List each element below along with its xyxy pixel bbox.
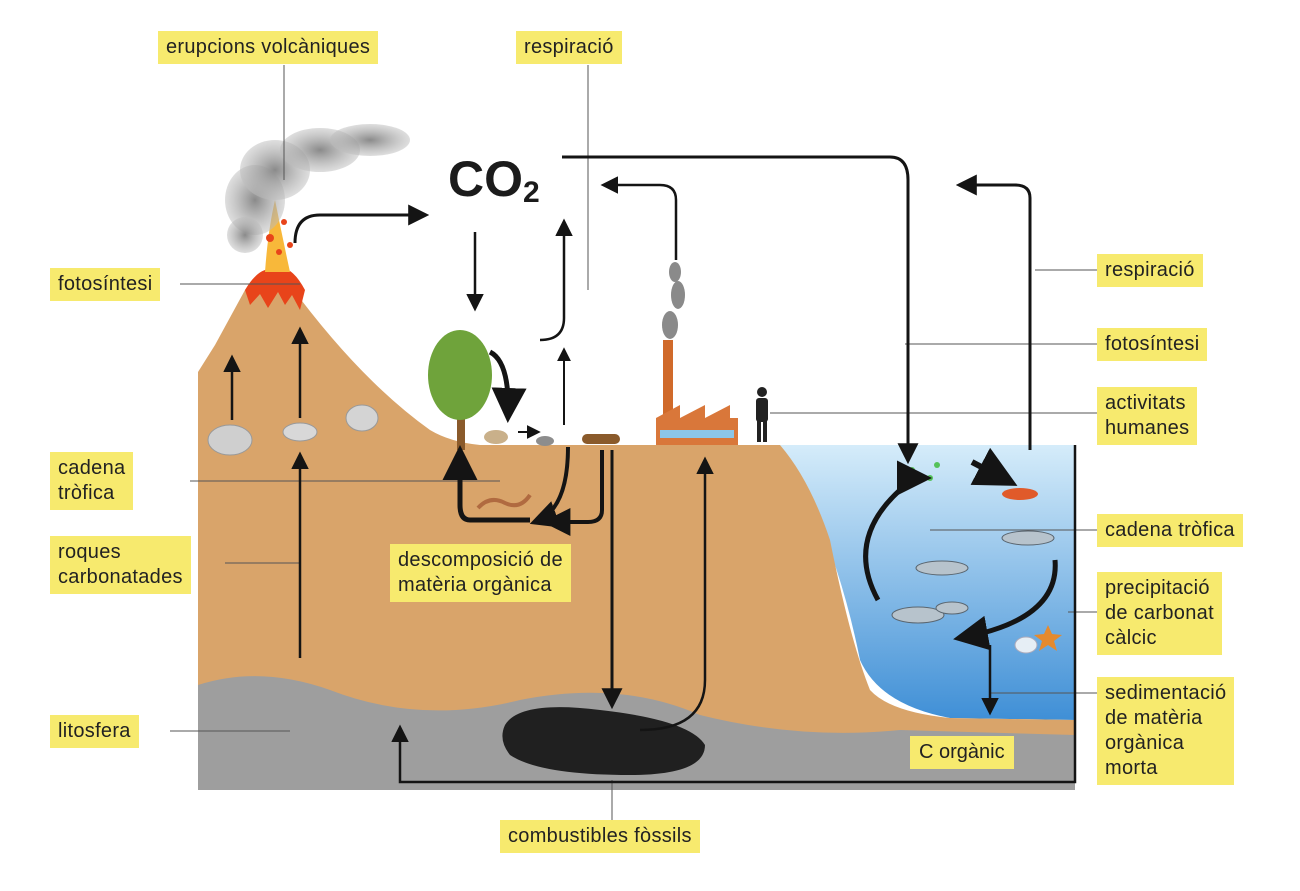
label-litosfera: litosfera [50,715,139,748]
fish [891,530,1055,624]
flow-arrows [223,155,1077,784]
label-fotosintesi-left: fotosíntesi [50,268,161,301]
label-fotosintesi-right: fotosíntesi [1097,328,1208,361]
label-c-organic: C orgànic [910,736,1014,769]
factory-smoke [662,262,685,339]
human-figure [756,387,768,442]
label-respiracio-top: respiració [516,31,622,64]
rock [282,422,318,442]
jellyfish [1014,636,1038,654]
mouse [536,436,554,446]
factory-chimney [663,340,673,420]
label-combustibles: combustibles fòssils [500,820,700,853]
worm [476,493,532,510]
volcano-fire [265,200,290,272]
label-roques: roques carbonatades [50,536,191,594]
label-descomposicio: descomposició de matèria orgànica [390,544,571,602]
tree-crown [428,330,492,420]
rock [207,424,253,456]
label-erupcions: erupcions volcàniques [158,31,379,64]
label-precipitacio: precipitació de carbonat càlcic [1097,572,1222,655]
label-activitats: activitats humanes [1097,387,1198,445]
land [198,275,1075,790]
starfish [1034,625,1062,651]
tree-trunk [457,395,465,450]
co2-label: CO2 [448,151,540,209]
label-sedimentacio: sedimentació de matèria orgànica morta [1097,677,1235,785]
volcano-smoke [225,124,410,253]
label-cadena-left: cadena tròfica [50,452,134,510]
label-respiracio-right: respiració [1097,254,1203,287]
rabbit [484,430,508,444]
leader-lines [170,65,1098,820]
shrimp [1002,488,1038,500]
log [582,434,620,444]
volcano-lava [245,268,305,310]
label-cadena-right: cadena tròfica [1097,514,1243,547]
fossil-fuel-deposit [502,707,705,775]
sea [780,445,1075,720]
rock [345,404,379,432]
